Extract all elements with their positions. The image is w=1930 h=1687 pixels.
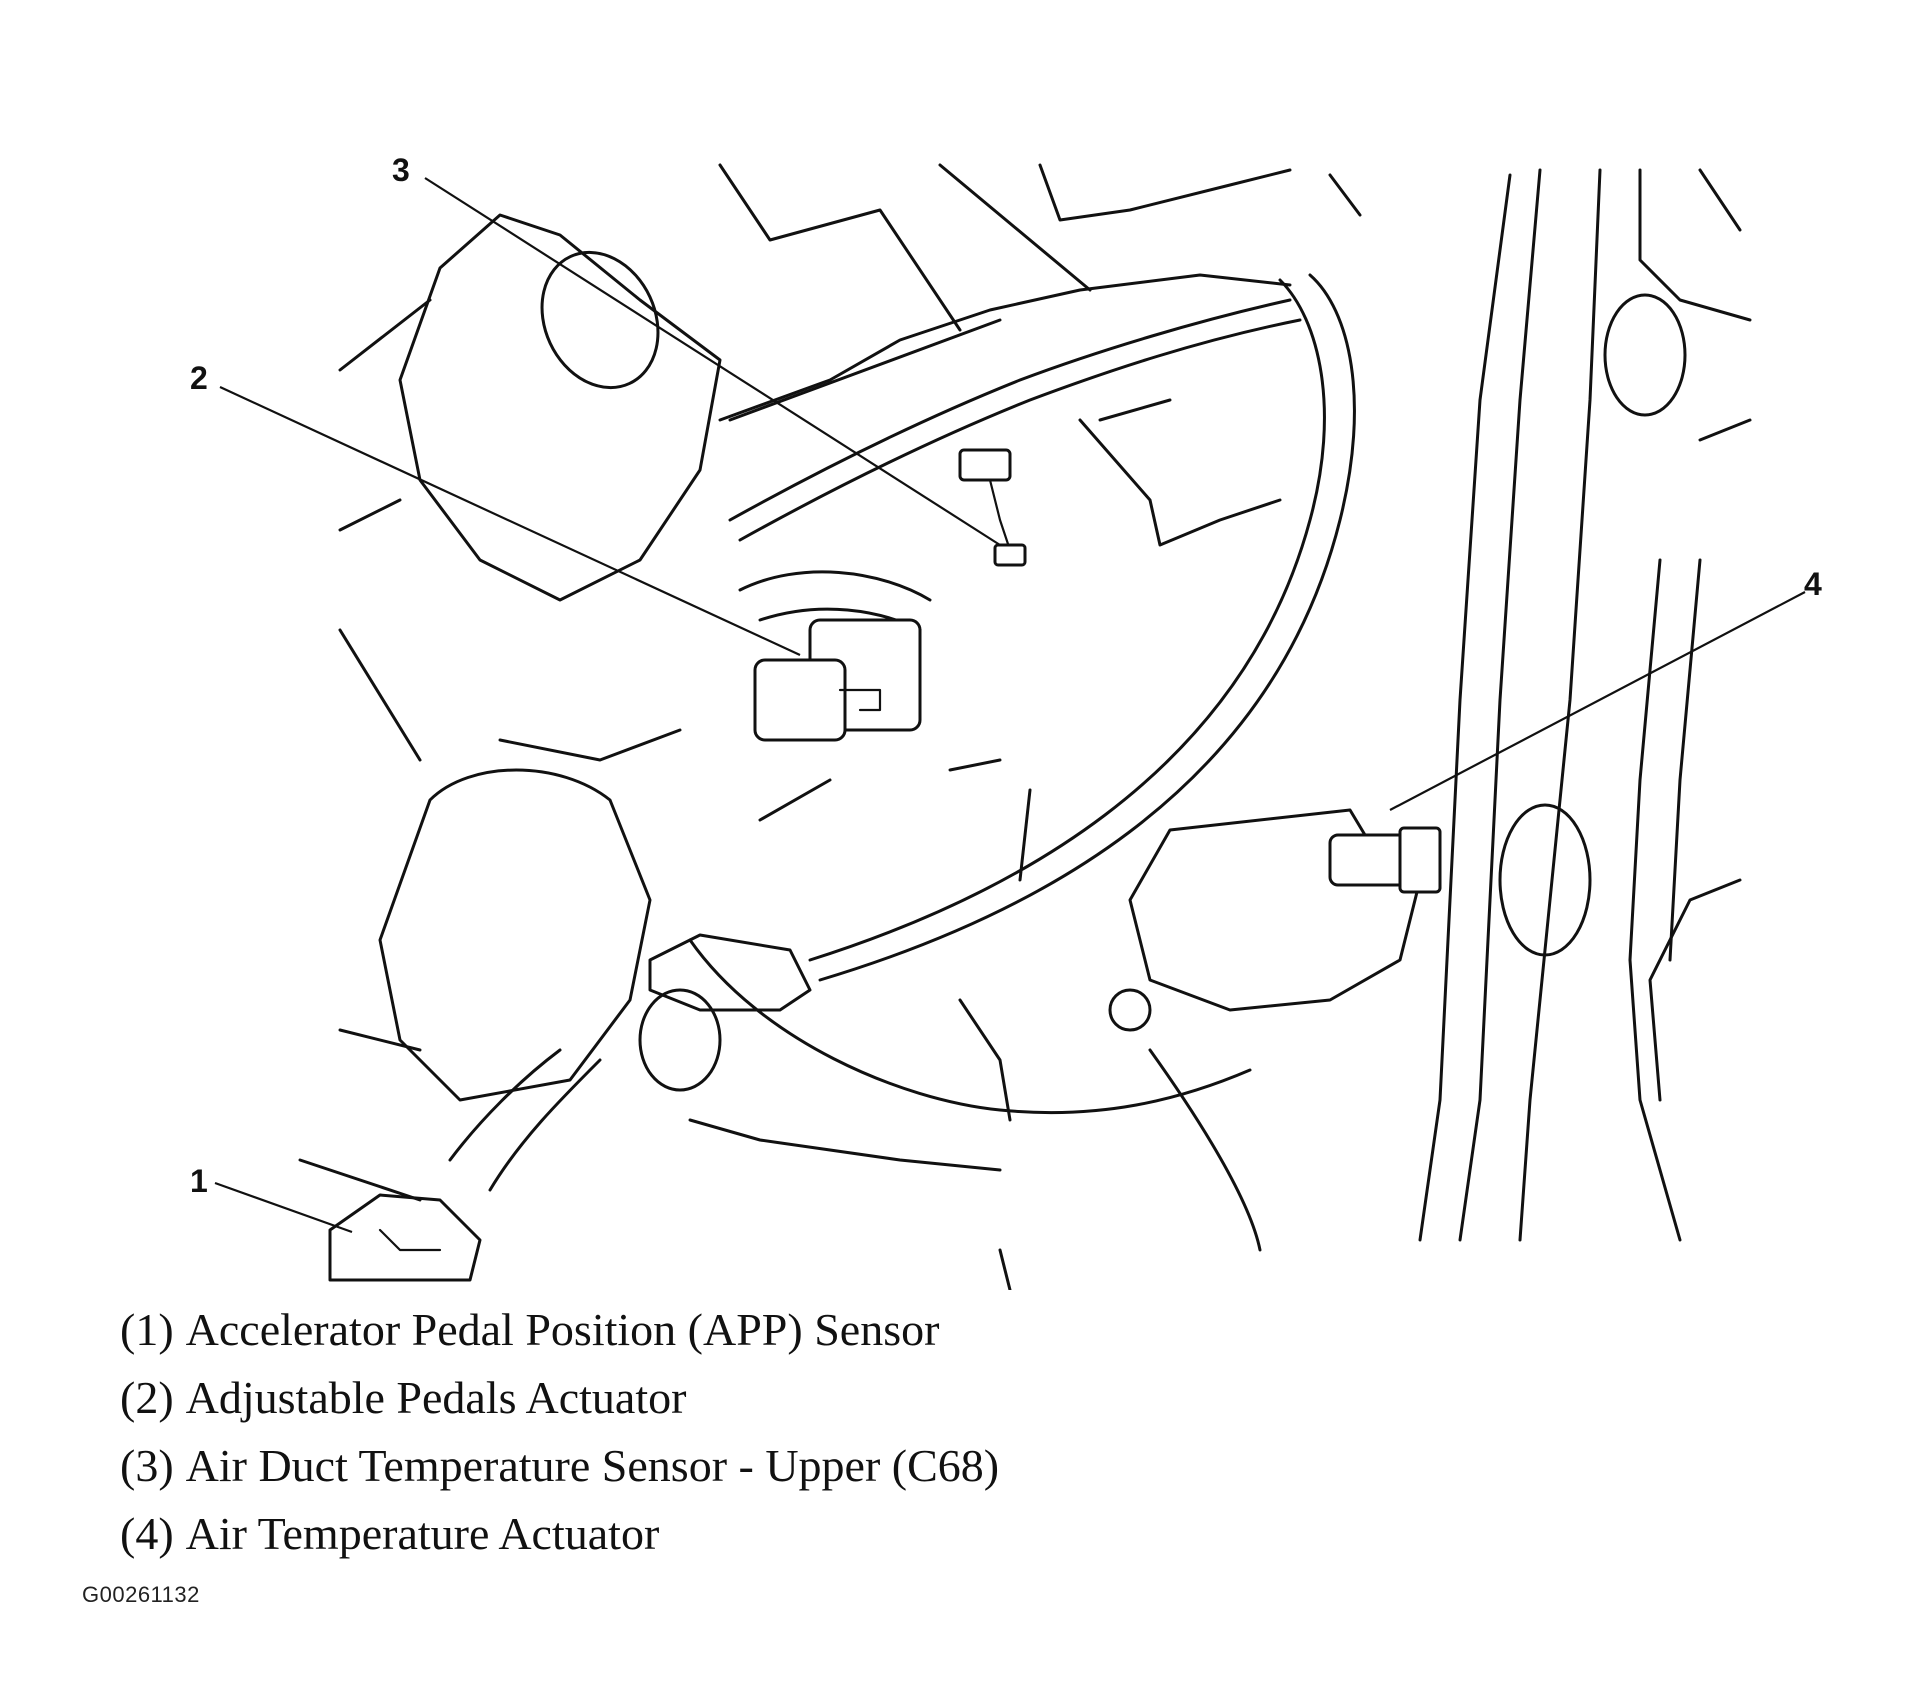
legend-text: Adjustable Pedals Actuator [185, 1372, 687, 1423]
center-body [688, 758, 1252, 1292]
leader-line-1 [214, 1181, 353, 1234]
callout-4: 4 [1804, 566, 1822, 602]
legend-text: Air Temperature Actuator [185, 1508, 660, 1559]
sensor-tube [648, 273, 1356, 1012]
figure-id: G00261132 [82, 1582, 200, 1607]
sensor-1-shape [298, 768, 722, 1282]
door-frame [1418, 168, 1752, 1242]
legend: (1)Accelerator Pedal Position (APP) Sens… [120, 1296, 999, 1568]
leader-line-3 [424, 177, 1001, 546]
legend-number: (3) [120, 1440, 174, 1491]
legend-item: (4)Air Temperature Actuator [120, 1500, 999, 1568]
dash-structure [718, 163, 1362, 547]
actuator-4-shape [1108, 808, 1442, 1252]
connector-2-shape [738, 570, 932, 742]
legend-text: Accelerator Pedal Position (APP) Sensor [185, 1304, 940, 1355]
legend-item: (2)Adjustable Pedals Actuator [120, 1364, 999, 1432]
legend-text: Air Duct Temperature Sensor - Upper (C68… [185, 1440, 1000, 1491]
component-location-diagram: 1 2 3 4 [190, 152, 1822, 1292]
upper-housing [338, 213, 722, 762]
legend-number: (4) [120, 1508, 174, 1559]
sensor-3-shape [728, 298, 1302, 567]
legend-item: (1)Accelerator Pedal Position (APP) Sens… [120, 1296, 999, 1364]
legend-number: (2) [120, 1372, 174, 1423]
line-art-illustration [214, 163, 1806, 1292]
leader-line-4 [1389, 591, 1806, 811]
callout-2: 2 [190, 360, 208, 396]
legend-number: (1) [120, 1304, 174, 1355]
callout-3: 3 [392, 152, 410, 188]
callout-1: 1 [190, 1163, 208, 1199]
legend-item: (3)Air Duct Temperature Sensor - Upper (… [120, 1432, 999, 1500]
leader-line-2 [219, 386, 801, 656]
